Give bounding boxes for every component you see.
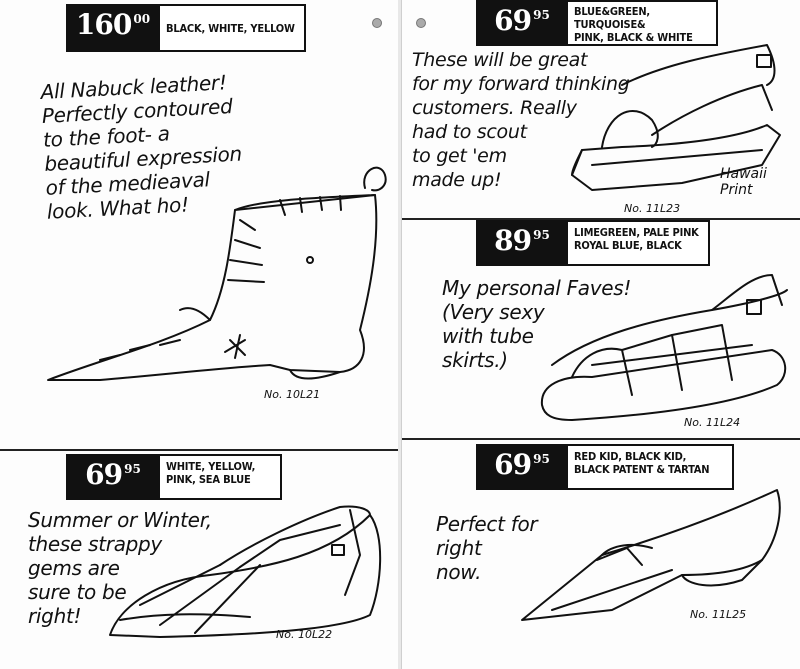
price-dollars: 160	[75, 8, 132, 41]
platform-sandal-sketch	[571, 44, 781, 191]
style-number: No. 11L23	[624, 202, 681, 215]
price-cents: 95	[533, 452, 550, 466]
strappy-flat-sketch	[109, 505, 382, 638]
price-cents: 95	[533, 228, 550, 242]
binder-hole	[372, 18, 382, 28]
color-options: LIMEGREEN, PALE PINK ROYAL BLUE, BLACK	[568, 220, 710, 266]
color-options: BLUE&GREEN, TURQUOISE& PINK, BLACK & WHI…	[568, 0, 718, 46]
price-tag: 89 95	[476, 220, 568, 266]
style-number: No. 11L24	[684, 416, 741, 429]
print-note: Hawaii Print	[720, 166, 767, 198]
price-dollars: 69	[494, 448, 532, 481]
color-options: RED KID, BLACK KID, BLACK PATENT & TARTA…	[568, 444, 734, 490]
price-tag: 69 95	[476, 444, 568, 490]
section-divider	[402, 218, 800, 220]
price-dollars: 69	[494, 4, 532, 37]
ankle-boot-sketch	[47, 166, 387, 381]
catalog-page-right: 69 95 BLUE&GREEN, TURQUOISE& PINK, BLACK…	[401, 0, 800, 669]
price-tag: 69 95	[66, 454, 160, 500]
binder-hole	[416, 18, 426, 28]
price-cents: 00	[133, 12, 151, 26]
color-options: BLACK, WHITE, YELLOW	[160, 4, 306, 52]
section-divider	[0, 449, 398, 451]
price-tag: 160 00	[66, 4, 160, 52]
section-divider	[402, 438, 800, 440]
pointed-flat-sketch	[521, 489, 781, 621]
product-description: Summer or Winter, these strappy gems are…	[28, 508, 212, 628]
price-cents: 95	[124, 462, 141, 476]
product-description: Perfect for right now.	[436, 512, 538, 584]
product-description: My personal Faves! (Very sexy with tube …	[442, 276, 632, 372]
style-number: No. 10L21	[264, 388, 321, 401]
color-options: WHITE, YELLOW, PINK, SEA BLUE	[160, 454, 282, 500]
catalog-page-left: 160 00 BLACK, WHITE, YELLOW All Nabuck l…	[0, 0, 399, 669]
style-number: No. 10L22	[276, 628, 333, 641]
price-cents: 95	[533, 8, 550, 22]
price-dollars: 69	[85, 458, 123, 491]
price-tag: 69 95	[476, 0, 568, 46]
caged-sandal-sketch	[540, 274, 788, 421]
price-dollars: 89	[494, 224, 532, 257]
binding-gutter	[398, 0, 401, 669]
style-number: No. 11L25	[690, 608, 747, 621]
product-description: These will be great for my forward think…	[412, 49, 630, 191]
